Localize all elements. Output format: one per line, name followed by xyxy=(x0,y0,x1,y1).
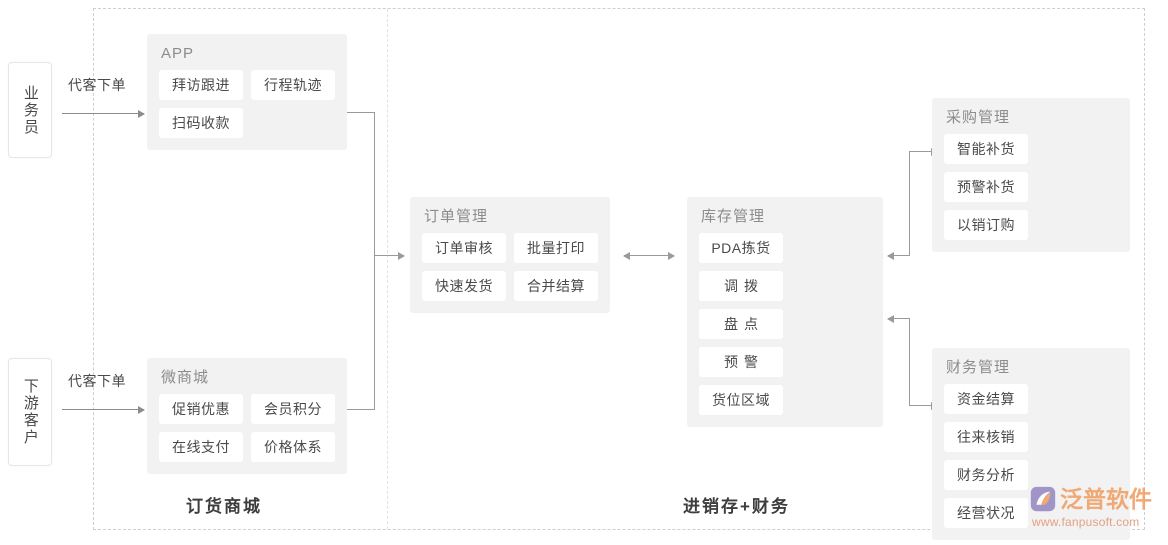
module-order-management: 订单管理 订单审核 批量打印 快速发货 合并结算 xyxy=(410,197,610,313)
actor-salesman: 业务员 xyxy=(8,62,52,158)
chip-smart-replenishment[interactable]: 智能补货 xyxy=(944,134,1028,164)
chip-business-status[interactable]: 经营状况 xyxy=(944,498,1028,528)
chip-member-points[interactable]: 会员积分 xyxy=(251,394,335,424)
outer-region-border xyxy=(93,8,1145,530)
arrow-purchase-to-inventory xyxy=(887,251,910,260)
chip-financial-analysis[interactable]: 财务分析 xyxy=(944,460,1028,490)
module-order-management-title: 订单管理 xyxy=(424,208,489,225)
chip-transfer[interactable]: 调拨 xyxy=(699,271,783,301)
flow-label-customer-order: 代客下单 xyxy=(68,373,126,389)
module-purchase-management-chips: 智能补货 预警补货 以销订购 xyxy=(944,134,1118,240)
module-order-management-chips: 订单审核 批量打印 快速发货 合并结算 xyxy=(422,233,598,301)
module-app: APP 拜访跟进 行程轨迹 扫码收款 xyxy=(147,34,347,150)
chip-batch-print[interactable]: 批量打印 xyxy=(514,233,598,263)
watermark-brand-row: 泛普软件 xyxy=(1030,486,1162,512)
connector-app-stub xyxy=(347,112,375,113)
arrow-salesman-to-app xyxy=(62,109,145,118)
section-caption-order-mall: 订货商城 xyxy=(186,497,262,516)
module-inventory-management: 库存管理 PDA拣货 调拨 盘点 预警 货位区域 xyxy=(687,197,883,427)
fanpu-logo-icon xyxy=(1030,486,1056,512)
chip-promotion[interactable]: 促销优惠 xyxy=(159,394,243,424)
connector-finance-bracket-vertical xyxy=(909,318,910,405)
chip-stocktaking[interactable]: 盘点 xyxy=(699,309,783,339)
chip-merge-settlement[interactable]: 合并结算 xyxy=(514,271,598,301)
arrow-finance-to-inventory xyxy=(887,314,910,323)
chip-order-review[interactable]: 订单审核 xyxy=(422,233,506,263)
chip-visit-followup[interactable]: 拜访跟进 xyxy=(159,70,243,100)
chip-pda-picking[interactable]: PDA拣货 xyxy=(699,233,783,263)
watermark-brand-name: 泛普软件 xyxy=(1060,485,1152,512)
module-app-title: APP xyxy=(161,45,195,62)
module-finance-management: 财务管理 资金结算 往来核销 财务分析 经营状况 xyxy=(932,348,1130,540)
connector-purchase-bracket-vertical xyxy=(909,151,910,256)
module-micro-mall: 微商城 促销优惠 会员积分 在线支付 价格体系 xyxy=(147,358,347,474)
actor-customer-label: 下游客户 xyxy=(21,378,39,446)
chip-fund-settlement[interactable]: 资金结算 xyxy=(944,384,1028,414)
chip-online-payment[interactable]: 在线支付 xyxy=(159,432,243,462)
module-micro-mall-chips: 促销优惠 会员积分 在线支付 价格体系 xyxy=(159,394,335,462)
connector-left-bracket-vertical xyxy=(374,112,375,410)
actor-salesman-label: 业务员 xyxy=(21,84,39,136)
chip-alert[interactable]: 预警 xyxy=(699,347,783,377)
section-divider-dashed xyxy=(387,9,388,529)
module-purchase-management-title: 采购管理 xyxy=(946,109,1011,126)
chip-alert-replenishment[interactable]: 预警补货 xyxy=(944,172,1028,202)
module-finance-management-title: 财务管理 xyxy=(946,359,1011,376)
watermark-logo: 泛普软件 www.fanpusoft.com xyxy=(1030,486,1162,538)
chip-price-system[interactable]: 价格体系 xyxy=(251,432,335,462)
module-inventory-management-chips: PDA拣货 调拨 盘点 预警 货位区域 xyxy=(699,233,871,415)
module-inventory-management-title: 库存管理 xyxy=(701,208,766,225)
chip-scan-payment[interactable]: 扫码收款 xyxy=(159,108,243,138)
module-finance-management-chips: 资金结算 往来核销 财务分析 经营状况 xyxy=(944,384,1118,528)
module-app-chips: 拜访跟进 行程轨迹 扫码收款 xyxy=(159,70,335,138)
module-micro-mall-title: 微商城 xyxy=(161,369,210,386)
section-caption-erp-finance: 进销存+财务 xyxy=(683,497,790,516)
arrow-to-order-management xyxy=(374,251,405,260)
chip-bin-location[interactable]: 货位区域 xyxy=(699,385,783,415)
chip-receivable-writeoff[interactable]: 往来核销 xyxy=(944,422,1028,452)
module-purchase-management: 采购管理 智能补货 预警补货 以销订购 xyxy=(932,98,1130,252)
flow-label-salesman-order: 代客下单 xyxy=(68,77,126,93)
actor-customer: 下游客户 xyxy=(8,358,52,466)
chip-trip-track[interactable]: 行程轨迹 xyxy=(251,70,335,100)
arrow-order-stock-bidirectional xyxy=(623,251,675,260)
chip-sales-driven-purchase[interactable]: 以销订购 xyxy=(944,210,1028,240)
chip-quick-shipment[interactable]: 快速发货 xyxy=(422,271,506,301)
watermark-url: www.fanpusoft.com xyxy=(1032,515,1140,529)
arrow-customer-to-mall xyxy=(62,405,145,414)
connector-mall-stub xyxy=(347,409,375,410)
